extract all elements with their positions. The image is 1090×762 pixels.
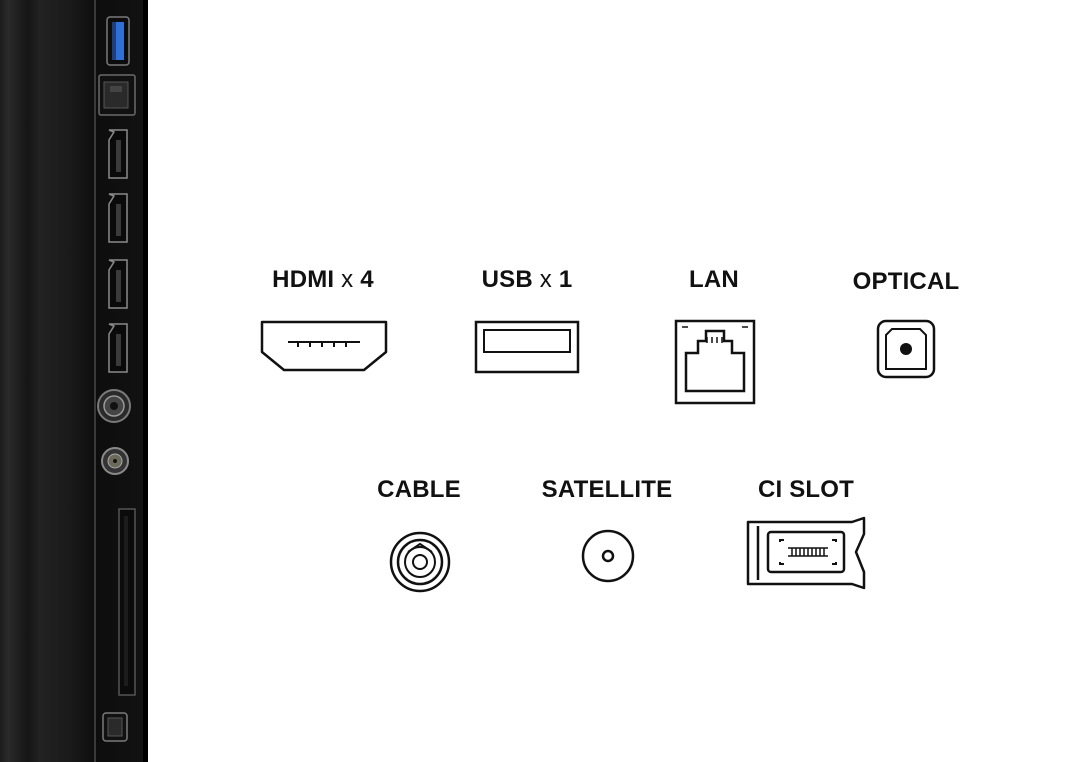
usb-name: USB — [481, 266, 533, 293]
hdmi-times: x — [341, 266, 354, 293]
coax-cable-icon — [389, 531, 451, 593]
panel-hdmi-port-icon — [108, 129, 128, 179]
usb-label: USB x 1 — [482, 266, 573, 294]
panel-hdmi-port-icon — [108, 323, 128, 373]
panel-edge — [143, 0, 148, 762]
usb-count: 1 — [558, 266, 573, 293]
panel-usb-port-icon — [106, 16, 130, 66]
lan-label: LAN — [689, 266, 739, 293]
cable-label: CABLE — [377, 476, 461, 503]
hdmi-name: HDMI — [272, 266, 335, 293]
panel-lan-port-icon — [98, 74, 136, 116]
panel-hdmi-port-icon — [108, 259, 128, 309]
ci-card-icon — [746, 516, 866, 590]
usb-port-icon — [474, 320, 580, 374]
panel-hdmi-port-icon — [108, 193, 128, 243]
satellite-connector-icon — [581, 529, 635, 583]
ethernet-port-icon — [674, 319, 756, 405]
hdmi-port-icon — [260, 320, 388, 372]
tv-rear-panel — [0, 0, 148, 762]
hdmi-count: 4 — [360, 266, 374, 293]
usb-times: x — [539, 266, 552, 293]
panel-ci-slot-icon — [118, 508, 136, 696]
optical-label: OPTICAL — [852, 268, 960, 295]
panel-coax-cable-icon — [97, 389, 131, 423]
bezel-line — [94, 0, 96, 762]
ci-slot-label: CI SLOT — [757, 476, 855, 503]
panel-optical-port-icon — [102, 712, 128, 742]
hdmi-label: HDMI x 4 — [272, 266, 374, 294]
optical-port-icon — [876, 319, 936, 379]
panel-satellite-connector-icon — [101, 447, 129, 475]
satellite-label: SATELLITE — [541, 476, 673, 503]
